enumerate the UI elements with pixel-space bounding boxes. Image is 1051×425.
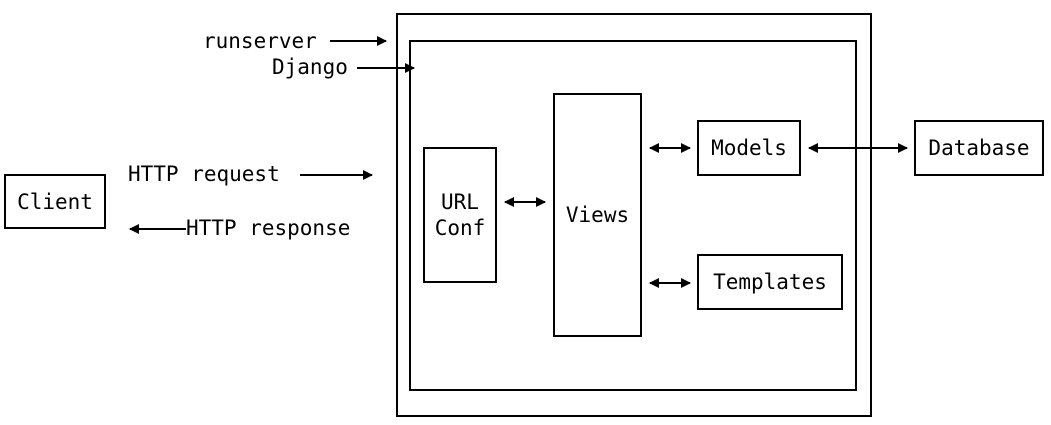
models-label: Models — [711, 136, 787, 160]
runserver-label: runserver — [203, 29, 317, 53]
urlconf-box: URL Conf — [423, 147, 497, 283]
django-label: Django — [272, 55, 348, 79]
client-label: Client — [17, 189, 93, 214]
database-box: Database — [914, 120, 1044, 176]
client-box: Client — [4, 174, 106, 229]
templates-box: Templates — [697, 254, 843, 310]
urlconf-label: URL Conf — [434, 190, 486, 240]
http-response-label: HTTP response — [186, 216, 351, 240]
templates-label: Templates — [713, 270, 827, 294]
http-request-label: HTTP request — [128, 162, 280, 186]
database-label: Database — [928, 136, 1030, 160]
views-box: Views — [553, 93, 642, 337]
models-box: Models — [697, 120, 801, 176]
views-label: Views — [565, 203, 630, 227]
